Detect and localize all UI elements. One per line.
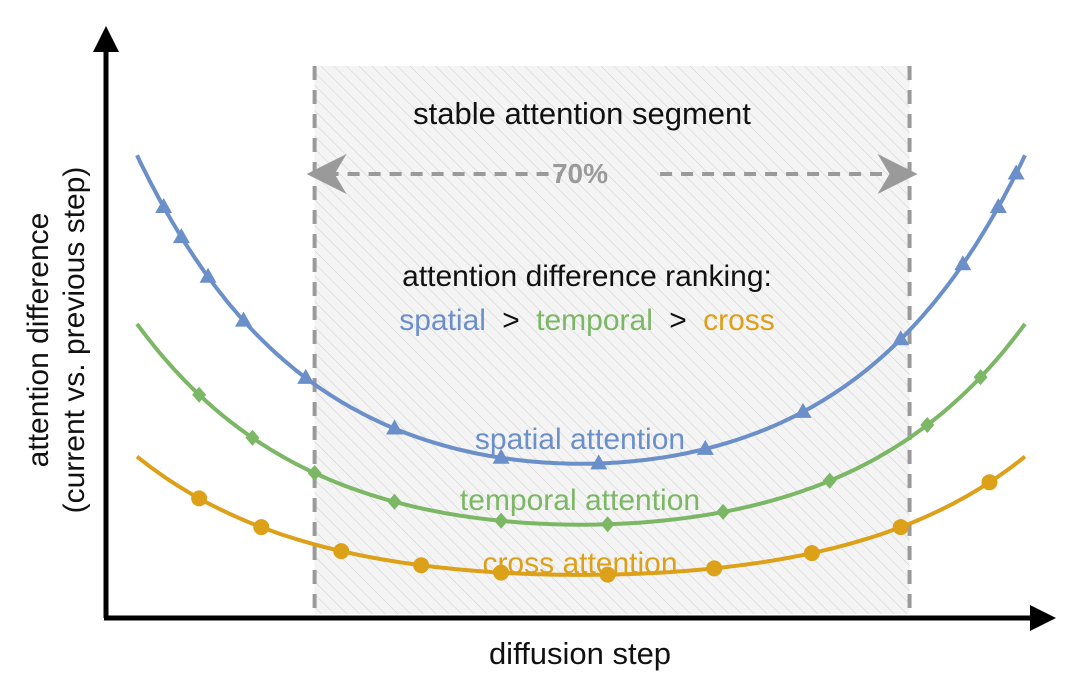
x-axis-label: diffusion step [489,636,671,671]
series-marker-temporal-2 [307,465,322,482]
series-marker-spatial-4 [297,368,315,384]
series-marker-spatial-5 [386,419,404,435]
series-marker-cross-0 [191,490,208,507]
series-marker-temporal-1 [245,429,260,446]
segment-title: stable attention segment [413,96,751,131]
series-marker-spatial-0 [155,197,173,213]
series-marker-spatial-3 [235,311,253,327]
series-marker-cross-9 [981,474,998,491]
series-marker-cross-5 [599,566,616,583]
ranking-line: spatial > temporal > cross [399,304,775,337]
series-marker-cross-8 [892,519,909,536]
series-layer [135,154,1027,583]
series-marker-spatial-9 [794,402,812,418]
series-marker-spatial-1 [172,228,190,244]
series-line-spatial [135,154,1027,466]
ranking-item-spatial: spatial [399,304,486,337]
series-marker-cross-4 [493,564,510,581]
x-axis-arrowhead [1030,605,1056,631]
series-marker-spatial-7 [590,454,608,470]
stable-segment-region [314,66,910,614]
series-marker-temporal-4 [494,512,509,529]
series-marker-temporal-0 [192,386,207,403]
series-marker-temporal-8 [920,416,935,433]
series-marker-cross-1 [253,519,270,536]
ranking-title: attention difference ranking: [402,260,772,293]
ranking-separator-2: > [669,304,687,337]
series-marker-spatial-11 [954,255,972,271]
series-marker-cross-3 [413,557,430,574]
series-label-cross: cross attention [482,547,677,580]
series-line-cross [135,455,1027,577]
ranking-separator-1: > [502,304,520,337]
series-marker-cross-2 [333,543,350,560]
series-marker-spatial-6 [492,448,510,464]
series-marker-cross-6 [706,560,723,577]
series-marker-temporal-7 [822,472,837,489]
series-marker-spatial-13 [1007,164,1025,180]
segment-percent-label: 70% [552,158,608,189]
series-label-spatial: spatial attention [475,423,685,456]
ranking-item-temporal: temporal [536,304,653,337]
series-marker-spatial-2 [199,267,217,283]
series-marker-spatial-8 [696,439,714,455]
y-axis-label-line2: (current vs. previous step) [58,167,91,514]
series-marker-temporal-6 [716,503,731,520]
series-marker-spatial-12 [989,197,1007,213]
series-marker-temporal-9 [973,369,988,386]
y-axis-label-line1: attention difference [22,213,55,468]
ranking-item-cross: cross [703,304,775,337]
y-axis-arrowhead [93,26,119,52]
series-line-temporal [135,322,1027,527]
series-marker-cross-7 [803,545,820,562]
series-marker-spatial-10 [892,330,910,346]
series-marker-temporal-5 [600,516,615,533]
series-label-temporal: temporal attention [460,484,700,517]
series-marker-temporal-3 [387,493,402,510]
